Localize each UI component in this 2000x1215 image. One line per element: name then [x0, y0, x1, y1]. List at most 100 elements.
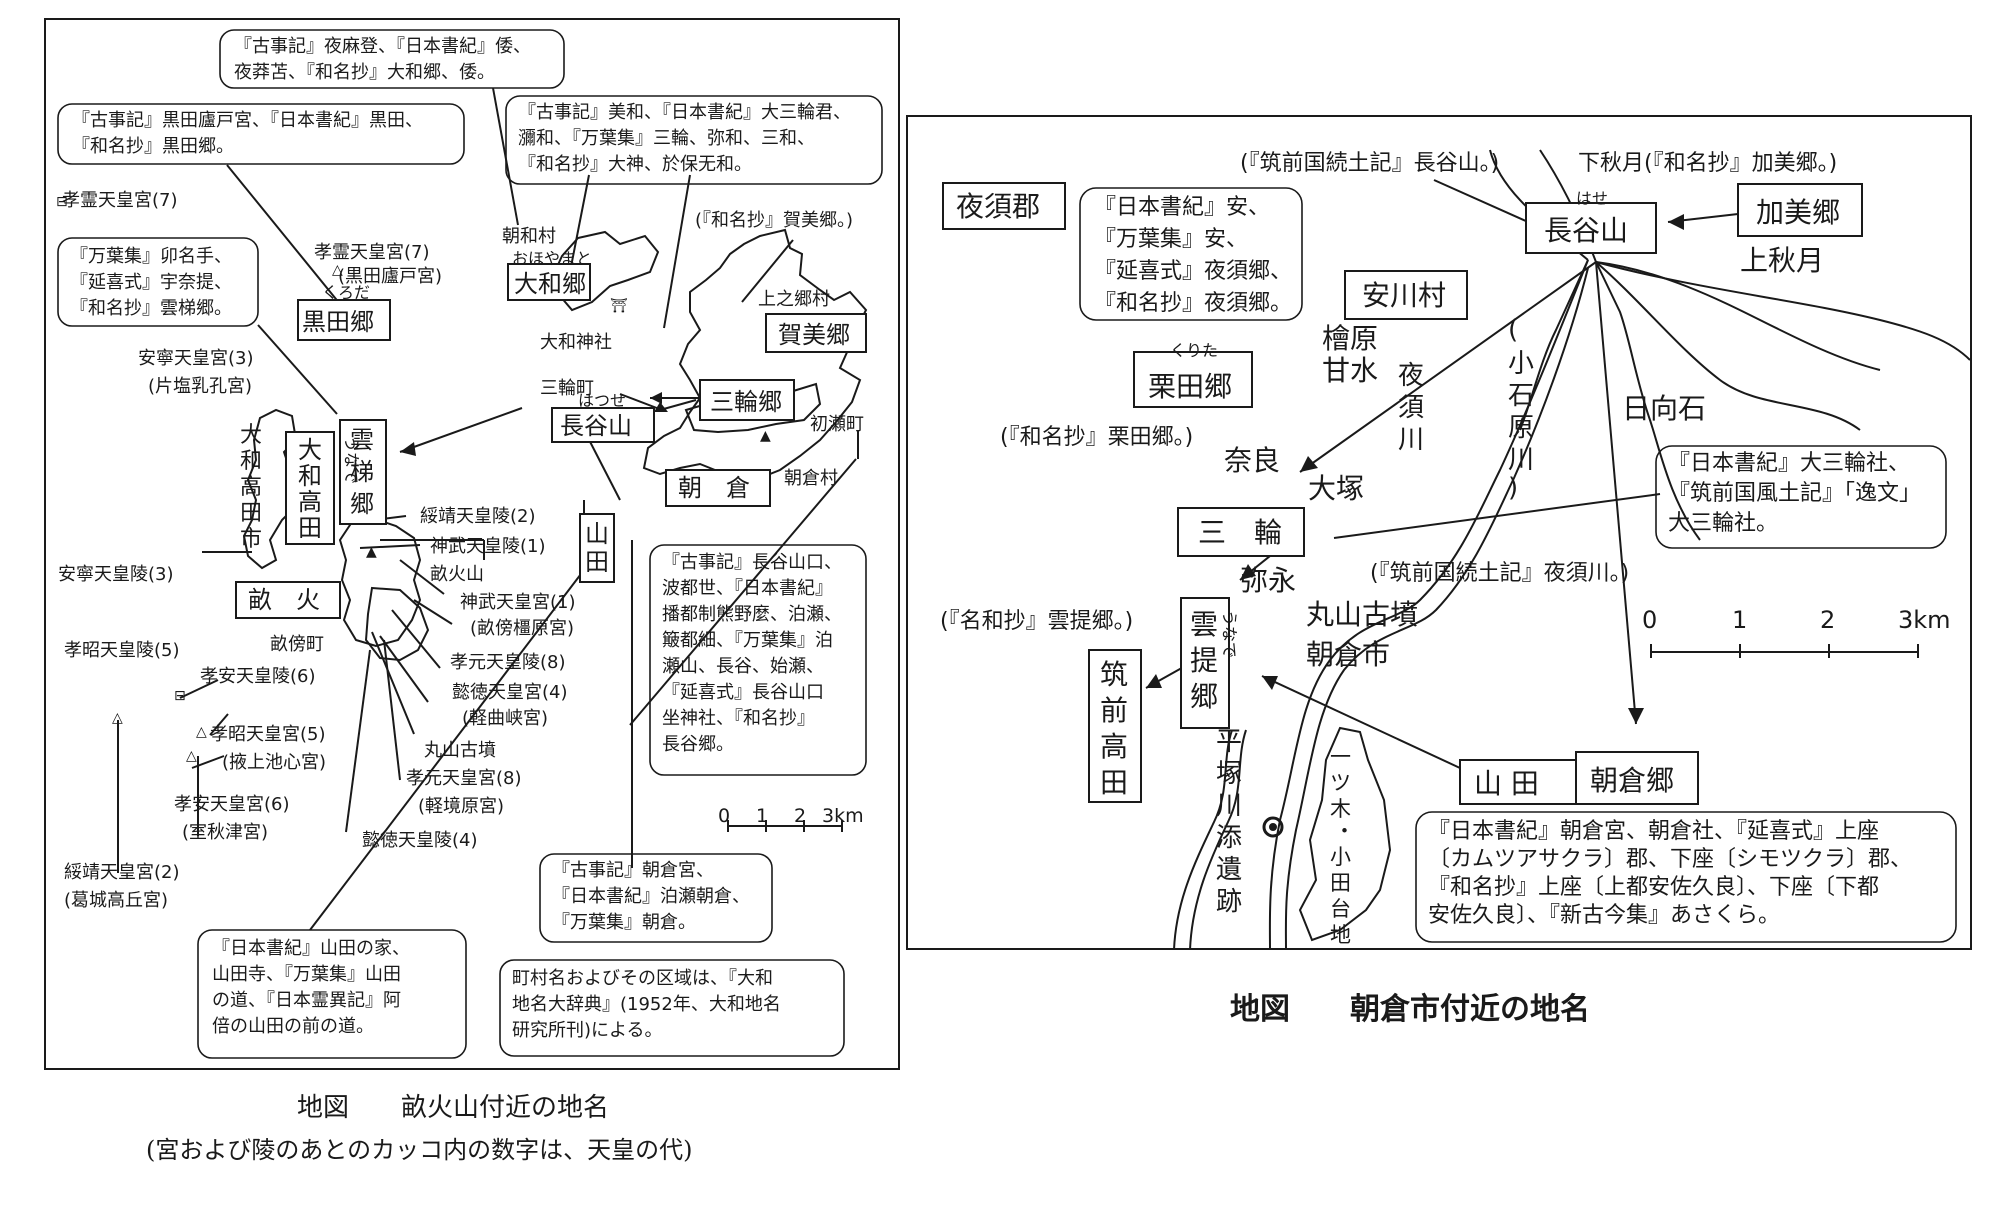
note-nihon-asakura-3: 『和名抄』上座〔上都安佐久良〕、下座〔下都 [1428, 875, 1879, 900]
label-kataji-palace: (片塩乳孔宮) [148, 376, 252, 397]
box-miwa-gou: 三輪郷 [710, 388, 782, 416]
map-line [1088, 649, 1142, 803]
box-asakura: 朝 倉 [678, 474, 750, 502]
map-line [235, 581, 341, 619]
note-nihon-yasu-1: 『日本書紀』安、 [1094, 195, 1270, 220]
note-nihon-asakura-2: 〔カムツアサクラ〕郡、下座〔シモツクラ〕郡、 [1428, 847, 1912, 872]
label-yamato-takada-shi-1: 大 [240, 423, 262, 448]
note-nihon-yamada-2: 山田寺、『万葉集』山田 [212, 964, 401, 985]
map-line [654, 402, 668, 412]
river-yasu [1268, 259, 1589, 951]
map-line [741, 239, 794, 303]
map-line [1180, 597, 1230, 729]
map-line [1668, 214, 1684, 230]
note-box-unade [57, 237, 259, 327]
label-asakura-mura: 朝倉村 [784, 468, 838, 489]
note-manyo-unade-1: 『万葉集』卯名手、 [70, 246, 232, 267]
note-kojiki-hase-7: 坐神社、『和名抄』 [662, 708, 815, 729]
box-yamato-takada-4: 田 [298, 514, 322, 542]
note-kojiki-asakura-1: 『古事記』朝倉宮、 [552, 860, 714, 881]
map-line [551, 407, 655, 443]
label-hase-machi: 初瀬町 [810, 414, 864, 435]
label-hitotsugi-7: 台 [1330, 897, 1351, 921]
river-koishiwara [1519, 259, 1589, 431]
map-line [345, 649, 371, 833]
label-takaoka-palace: (葛城高丘宮) [64, 890, 168, 911]
note-nihon-asakura-1: 『日本書紀』朝倉宮、朝倉社、『延喜式』上座 [1428, 819, 1879, 844]
map-line [665, 469, 771, 507]
box-yamato-takada-1: 大 [298, 436, 322, 464]
map-line [1133, 351, 1253, 408]
label-akitsu-palace: (室秋津宮) [182, 822, 268, 843]
note-wamyo-kurita: (『和名抄』栗田郷。) [1000, 425, 1193, 450]
box-yamada-1: 山 [585, 520, 609, 548]
box-hase-yama-right: 長谷山 [1544, 214, 1628, 247]
palace-icon: △ [332, 262, 343, 278]
label-hiratsuka-4: 添 [1216, 823, 1242, 853]
map-line [399, 559, 445, 595]
left-map-caption: 地図 畝火山付近の地名 [297, 1093, 610, 1123]
scale-left-1: 1 [756, 805, 768, 827]
note-kojiki-hase-6: 『延喜式』長谷山口 [662, 682, 824, 703]
district-outline [642, 228, 868, 480]
note-source-1: 町村名およびその区域は、『大和 [512, 968, 773, 989]
map-line [507, 263, 591, 301]
ruby-hase: はつせ [578, 391, 626, 410]
label-koishiwara-5: 川 [1508, 445, 1534, 475]
label-koushou-ryo: 孝昭天皇陵(5) [64, 640, 180, 661]
tomb-icon: ⊟ [56, 194, 68, 210]
label-yasu-river-1: 夜 [1398, 361, 1424, 391]
river-yasu [1284, 267, 1589, 951]
label-hiratsuka-3: 川 [1216, 791, 1242, 821]
map-line [179, 679, 219, 699]
mountain-icon: ▲ [760, 428, 771, 444]
label-yasu-river-2: 須 [1398, 393, 1424, 423]
map-line [285, 431, 335, 545]
scale-left-0: 0 [718, 805, 730, 827]
box-kami-gou: 賀美郷 [778, 321, 850, 349]
map-line [297, 299, 391, 341]
note-kojiki-hase-5: 瀬山、長谷、始瀬、 [662, 656, 824, 677]
label-koushou-palace: 孝昭天皇宮(5) [210, 724, 326, 745]
box-unade-1: 雲 [350, 426, 374, 454]
note-box-source [499, 959, 845, 1057]
note-manyo-unade-3: 『和名抄』雲梯郷。 [70, 298, 232, 319]
label-kuroda-palace: (黒田廬戸宮) [338, 266, 442, 287]
map-line [579, 513, 615, 583]
note-kojiki-hase-8: 長谷郷。 [662, 734, 734, 755]
map-line [191, 755, 225, 769]
map-line [765, 313, 867, 353]
mountain-icon: ▲ [366, 544, 377, 560]
label-yamato-takada-shi-3: 高 [240, 475, 262, 500]
label-kouan-ryo: 孝安天皇陵(6) [200, 666, 316, 687]
label-kourei-palace: 孝霊天皇宮(7) [314, 242, 430, 263]
label-kashihara-palace: (畝傍橿原宮) [470, 618, 574, 639]
note-kojiki-yamato-1: 『古事記』夜麻登、『日本書紀』倭、 [234, 36, 531, 57]
note-nihon-yamada-1: 『日本書紀』山田の家、 [212, 938, 410, 959]
district-outline [338, 516, 422, 648]
note-kojiki-hase-4: 簸都細、『万葉集』泊 [662, 630, 833, 651]
map-line [383, 639, 401, 781]
map-line [1525, 202, 1657, 254]
note-box-yasu [1079, 187, 1303, 321]
map-line [650, 392, 662, 404]
map-line [1575, 751, 1699, 805]
palace-icon: △ [112, 710, 123, 726]
note-chikuzen-yasu: (『筑前国続土記』夜須川。) [1370, 561, 1629, 586]
note-shimoakizuki: 下秋月(『和名抄』加美郷。) [1578, 151, 1837, 176]
map-line [1333, 493, 1661, 539]
plateau-outline [1298, 726, 1392, 942]
ruby-yamato: おほやまと [512, 249, 592, 268]
box-unade-right-1: 雲 [1190, 608, 1218, 641]
map-line [399, 407, 523, 453]
note-manyo-unade-2: 『延喜式』宇奈提、 [70, 272, 232, 293]
map-line [1269, 823, 1277, 831]
river-branch [1595, 261, 1971, 361]
label-miwa-machi: 三輪町 [540, 378, 594, 399]
note-chikuzen-hase: (『筑前国続土記』長谷山。) [1240, 151, 1499, 176]
scale-left-2: 2 [794, 805, 806, 827]
river-branch [1595, 261, 1881, 371]
label-yasu-river-3: 川 [1398, 425, 1424, 455]
river-branch [1595, 261, 1861, 431]
label-maruyama: 丸山古墳 [424, 740, 496, 761]
